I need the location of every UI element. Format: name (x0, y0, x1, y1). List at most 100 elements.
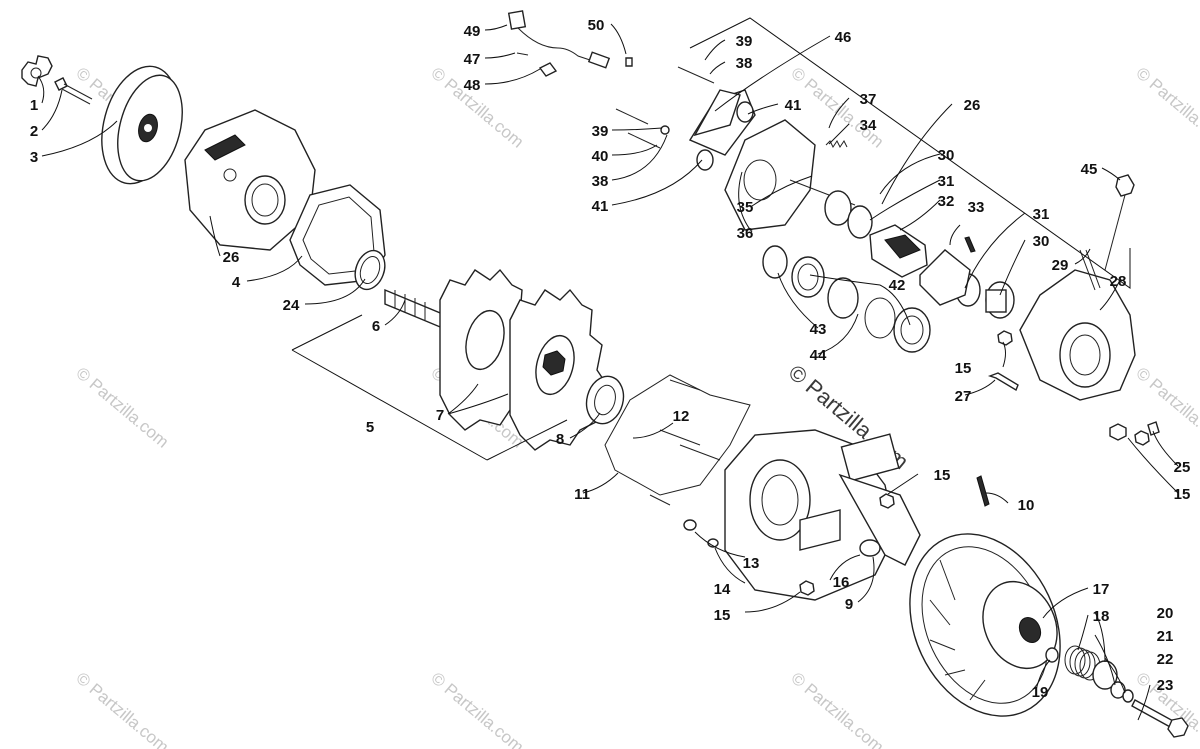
callout-15: 15 (714, 607, 731, 624)
callout-42: 42 (889, 277, 906, 294)
part-13-washer (683, 519, 697, 531)
callouts: 1 2 3 26 4 24 6 5 7 8 11 12 13 14 15 9 1… (30, 17, 1191, 701)
part-31-ring-b (847, 205, 873, 239)
callout-1: 1 (30, 97, 38, 114)
part-19-washer (1045, 647, 1059, 663)
callout-7: 7 (436, 407, 444, 424)
part-41-spacer-b (696, 149, 714, 171)
part-1-nut (21, 55, 53, 87)
part-22-washer (1122, 689, 1134, 703)
callout-36: 36 (737, 225, 754, 242)
part-9-chaincase (724, 429, 921, 601)
callout-29: 29 (1052, 257, 1069, 274)
part-44-ring (827, 277, 859, 319)
callout-16: 16 (833, 574, 850, 591)
callout-33: 33 (968, 199, 985, 216)
watermark: © Partzilla.com (787, 669, 887, 749)
callout-3: 3 (30, 149, 38, 166)
part-pad-plate (919, 249, 971, 306)
part-30-spacer (985, 281, 1015, 319)
callout-27: 27 (955, 388, 972, 405)
part-45-cap (1115, 174, 1135, 197)
part-46-bracket (693, 89, 741, 137)
callout-45: 45 (1081, 161, 1098, 178)
part-15-nut (799, 580, 815, 596)
part-21-washer (1110, 681, 1126, 699)
callout-13: 13 (743, 555, 760, 572)
callout-50: 50 (588, 17, 605, 34)
part-15-nut-d (1109, 423, 1127, 441)
part-48-clip (538, 62, 558, 77)
part-50-pin (625, 57, 633, 67)
callout-44: 44 (810, 347, 827, 364)
watermark: © Partzilla.com (72, 364, 172, 452)
callout-43: 43 (810, 321, 827, 338)
callout-31: 31 (938, 173, 955, 190)
callout-15d: 15 (955, 360, 972, 377)
callout-46: 46 (835, 29, 852, 46)
part-27-bolt (987, 372, 1019, 392)
part-30-sleeve (824, 190, 852, 226)
callout-20: 20 (1157, 605, 1174, 622)
watermark: © Partzilla.com (1132, 64, 1200, 152)
callout-41: 41 (592, 198, 609, 215)
callout-12: 12 (673, 408, 690, 425)
callout-15c: 15 (1174, 486, 1191, 503)
part-34-spring (825, 140, 848, 148)
callout-22: 22 (1157, 651, 1174, 668)
part-15-nut-b (879, 493, 895, 509)
callout-48: 48 (464, 77, 481, 94)
callout-8: 8 (556, 431, 564, 448)
callout-37: 37 (860, 91, 877, 108)
callout-21: 21 (1157, 628, 1174, 645)
callout-31b: 31 (1033, 206, 1050, 223)
part-3-sheave (101, 65, 183, 185)
part-41-spacer (736, 101, 754, 123)
callout-6: 6 (372, 318, 380, 335)
part-16-ring (859, 539, 881, 557)
callout-39b: 39 (736, 33, 753, 50)
part-15-nut-c (997, 330, 1013, 346)
part-38-washer (660, 125, 670, 135)
callout-47: 47 (464, 51, 481, 68)
part-42-snapring (864, 297, 896, 339)
callout-9: 9 (845, 596, 853, 613)
part-10-pin (976, 475, 990, 507)
callout-18: 18 (1093, 608, 1110, 625)
part-33-pin (964, 236, 976, 253)
bracket-26-top (689, 17, 1131, 289)
callout-24: 24 (283, 297, 300, 314)
callout-30b: 30 (1033, 233, 1050, 250)
callout-4: 4 (232, 274, 241, 291)
leader-lines (37, 23, 1179, 721)
part-43-bearing (762, 245, 788, 279)
part-23-bolt (1131, 699, 1189, 738)
callout-35: 35 (737, 199, 754, 216)
callout-19: 19 (1032, 684, 1049, 701)
callout-49: 49 (464, 23, 481, 40)
callout-30: 30 (938, 147, 955, 164)
part-49-sensor (507, 10, 611, 69)
callout-39: 39 (592, 123, 609, 140)
callout-38b: 38 (736, 55, 753, 72)
callout-26: 26 (223, 249, 240, 266)
watermark: © Partzilla.com (72, 669, 172, 749)
callout-15b: 15 (934, 467, 951, 484)
bracket-5 (291, 314, 568, 461)
part-24-seal (354, 249, 386, 291)
callout-17: 17 (1093, 581, 1110, 598)
part-25-bolt (1147, 421, 1160, 436)
part-26-housing (184, 109, 316, 251)
part-8-bearing (585, 375, 625, 425)
callout-32: 32 (938, 193, 955, 210)
callout-26b: 26 (964, 97, 981, 114)
callout-28: 28 (1110, 273, 1127, 290)
callout-10: 10 (1018, 497, 1035, 514)
part-11-gasket (604, 374, 751, 506)
callout-2: 2 (30, 123, 38, 140)
part-2-bolt (54, 77, 68, 91)
callout-14: 14 (714, 581, 731, 598)
callout-23: 23 (1157, 677, 1174, 694)
callout-11: 11 (574, 486, 590, 503)
